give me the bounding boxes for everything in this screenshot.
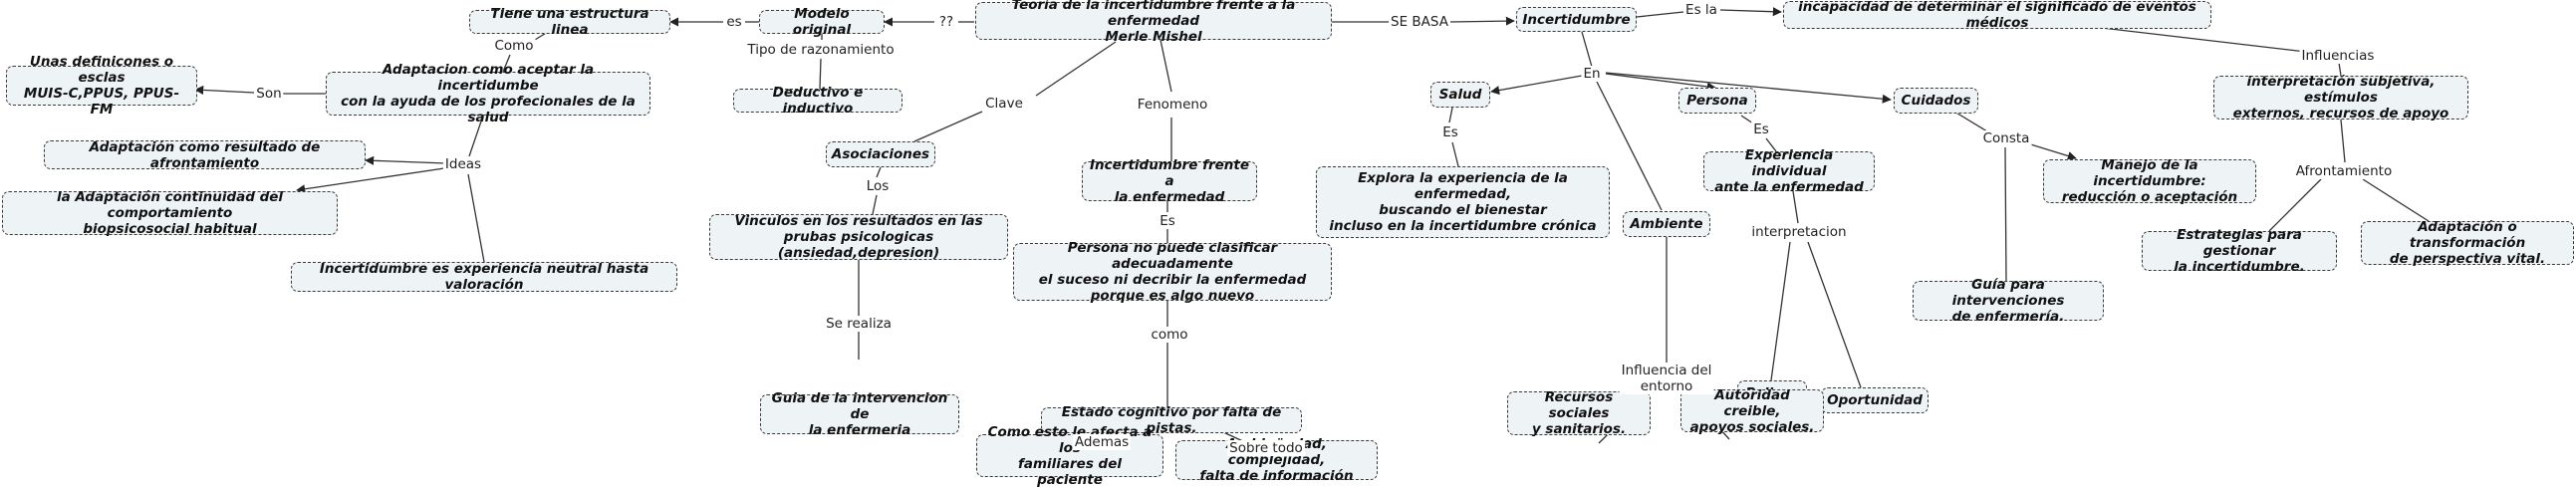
label-clave: Clave: [983, 96, 1025, 112]
label-como-estado: como: [1149, 327, 1190, 343]
cuidados-node[interactable]: Cuidados: [1894, 88, 1978, 114]
oportunidad-node[interactable]: Oportunidad: [1821, 387, 1929, 413]
incertidumbre-frente-node[interactable]: Incertidumbre frente a la enfermedad: [1082, 157, 1257, 205]
label-como: Como: [492, 38, 536, 54]
explora-node[interactable]: Explora la experiencia de la enfermedad,…: [1316, 166, 1610, 238]
asociaciones-node[interactable]: Asociaciones: [826, 141, 935, 167]
incertidumbre-node[interactable]: Incertidumbre: [1516, 7, 1637, 32]
recursos-sociales-node[interactable]: Recursos sociales y sanitarios.: [1507, 389, 1651, 437]
label-consta: Consta: [1980, 130, 2032, 146]
autoridad-node[interactable]: Autoridad creible, apoyos sociales.: [1680, 387, 1824, 435]
label-afrontamiento: Afrontamiento: [2293, 163, 2395, 179]
label-es-persona: Es: [1751, 122, 1771, 137]
label-influencias: Influencias: [2299, 48, 2377, 64]
estado-cognitivo-node[interactable]: Estado cognitivo por falta de pistas.: [1041, 404, 1302, 436]
label-fenomeno: Fenomeno: [1135, 97, 1210, 113]
label-es-incertidumbre: Es: [1158, 213, 1177, 229]
definiciones-escalas-node[interactable]: Unas definicones o esclas MUIS-C,PPUS, P…: [6, 54, 197, 118]
adaptacion-aceptar-node[interactable]: Adaptacion como aceptar la incertidumbe …: [326, 62, 650, 125]
label-ademas: Ademas: [1072, 434, 1132, 450]
label-interpretacion: interpretacion: [1749, 224, 1849, 240]
ambiente-node[interactable]: Ambiente: [1623, 211, 1710, 237]
label-es-la: Es la: [1683, 2, 1719, 18]
como-afecta-node[interactable]: Como esto le afecta a los familiares del…: [976, 424, 1163, 488]
guia-intervenciones-node[interactable]: Guía para intervenciones de enfermería.: [1913, 277, 2104, 325]
persona-node[interactable]: Persona: [1678, 88, 1756, 114]
teoria-node[interactable]: Teoría de la incertidumbre frente a la e…: [975, 0, 1332, 45]
label-son: Son: [254, 86, 284, 102]
adaptacion-afrontamiento-node[interactable]: Adaptación como resultado de afrontamien…: [44, 139, 366, 171]
label-tipo-razonamiento: Tipo de razonamiento: [745, 42, 897, 58]
label-en: En: [1581, 66, 1603, 82]
persona-no-puede-node[interactable]: Persona no puede clasificar adecuadament…: [1013, 240, 1332, 304]
estrategias-node[interactable]: Estrategias para gestionar la incertidum…: [2142, 227, 2337, 275]
label-se-basa: SE BASA: [1389, 14, 1450, 30]
interpretacion-node[interactable]: interpretación subjetiva, estímulos exte…: [2213, 74, 2468, 122]
experiencia-individual-node[interactable]: Experiencia individual ante la enfermeda…: [1703, 147, 1875, 195]
label-sobre-todo: Sobre todo: [1227, 440, 1305, 456]
adaptacion-transformacion-node[interactable]: Adaptación o transformación de perspecti…: [2361, 219, 2574, 267]
manejo-node[interactable]: Manejo de la incertidumbre: reducción o …: [2043, 157, 2256, 205]
estructura-lineal-node[interactable]: Tiene una estructura linea: [469, 6, 670, 38]
label-ideas: Ideas: [442, 156, 484, 172]
label-influencia-entorno: Influencia del entorno: [1619, 363, 1714, 394]
salud-node[interactable]: Salud: [1430, 82, 1490, 108]
modelo-original-node[interactable]: Modelo original: [759, 6, 885, 38]
incapacidad-node[interactable]: incapacidad de determinar el significado…: [1783, 0, 2211, 31]
guia-intervencion-node[interactable]: Guia de la intervencion de la enfermeria: [760, 390, 959, 438]
label-los: Los: [864, 178, 892, 194]
label-qq: ??: [936, 14, 956, 30]
vinculos-node[interactable]: Vinculos en los resultados en las prubas…: [709, 213, 1008, 261]
label-es-salud: Es: [1440, 124, 1460, 140]
label-es: es: [724, 14, 744, 30]
incertidumbre-neutral-node[interactable]: Incertidumbre es experiencia neutral has…: [291, 261, 677, 293]
deductivo-node[interactable]: Deductivo e inductivo: [733, 85, 902, 117]
label-se-realiza: Se realiza: [824, 316, 894, 332]
adaptacion-continuidad-node[interactable]: la Adaptación continuidad del comportami…: [2, 189, 338, 237]
